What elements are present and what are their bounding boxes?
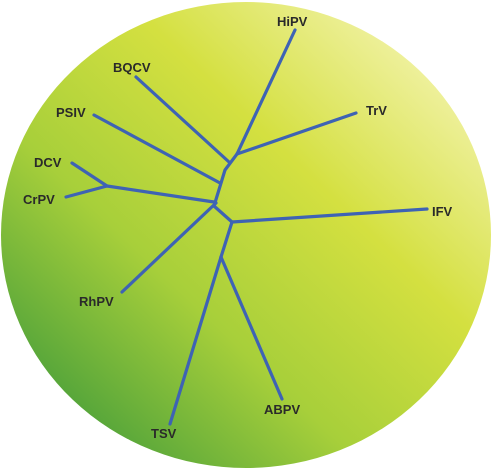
branch-lower-stem [219,220,234,259]
branch-rhpv [120,201,218,294]
branch-crpv [64,184,109,199]
branch-trv [235,111,358,156]
branch-tsv [168,255,223,426]
branch-dcv [70,161,109,188]
taxon-label-trv: TrV [366,103,387,118]
taxon-label-bqcv: BQCV [113,60,151,75]
branch-abpv [219,255,284,401]
taxon-label-hipv: HiPV [277,14,308,29]
branch-ifv [230,207,429,224]
branch-dcv-crpv-stem [105,184,216,204]
taxon-labels: HiPV BQCV TrV PSIV DCV CrPV IFV RhPV TSV… [23,14,453,441]
taxon-label-abpv: ABPV [264,402,300,417]
branch-bqcv [134,75,231,164]
branch-hipv [235,28,297,156]
taxon-label-rhpv: RhPV [79,294,114,309]
taxon-label-psiv: PSIV [56,105,86,120]
taxon-label-crpv: CrPV [23,192,55,207]
taxon-label-tsv: TSV [151,426,177,441]
branch-internal-main [212,152,239,224]
branch-psiv [92,113,222,185]
taxon-label-dcv: DCV [34,155,62,170]
tree-branches [64,28,429,426]
taxon-label-ifv: IFV [432,204,453,219]
